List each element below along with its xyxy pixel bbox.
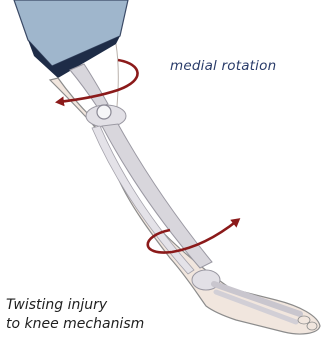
caption: Twisting injury to knee mechanism — [6, 296, 206, 334]
bones — [70, 64, 300, 322]
medial-rotation-label: medial rotation — [170, 58, 276, 74]
caption-line-2: to knee mechanism — [6, 315, 206, 334]
caption-line-1: Twisting injury — [6, 296, 206, 315]
pants — [14, 0, 128, 78]
